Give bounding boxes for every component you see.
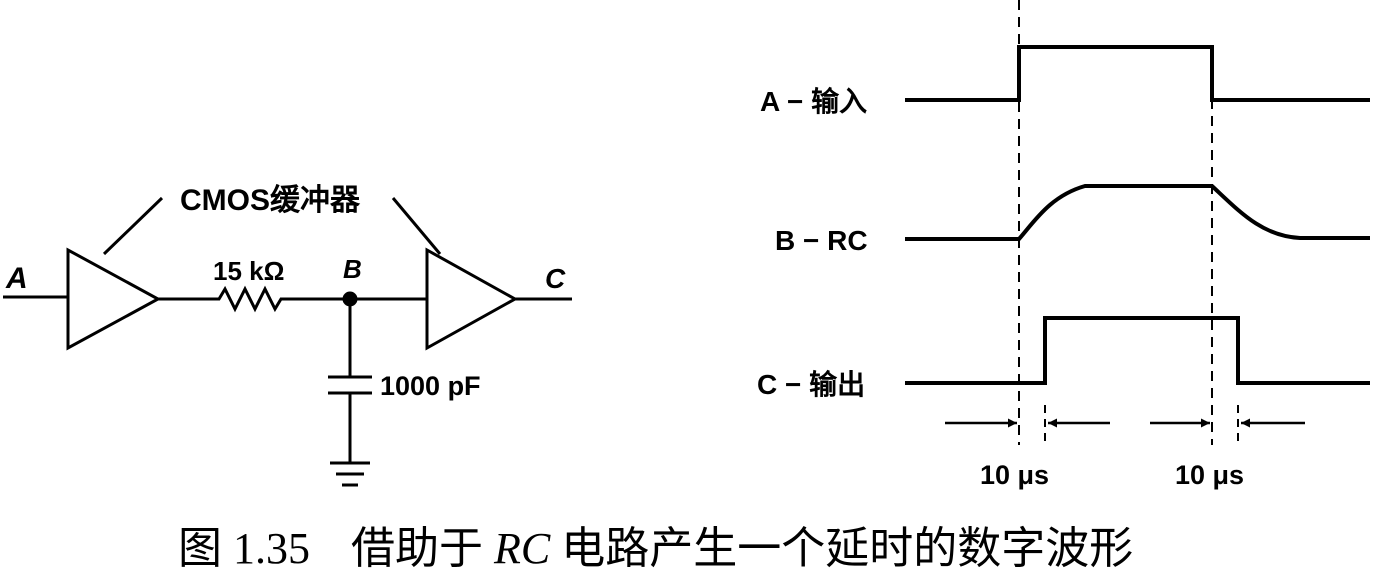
label-pointer-1 — [102, 196, 164, 256]
cmos-buffer-2 — [425, 247, 519, 351]
caption-rc: RC — [493, 524, 551, 573]
caption-suffix: 电路产生一个延时的数字波形 — [561, 524, 1133, 573]
node-a-label: A — [5, 262, 28, 295]
waveform-b — [905, 184, 1370, 241]
cmos-buffer-1 — [66, 247, 162, 351]
resistor-label: 15 kΩ — [213, 256, 284, 286]
node-b-label: B — [343, 254, 362, 284]
caption-number: 图 1.35 — [178, 524, 310, 573]
figure-caption: 图 1.35 借助于 RC 电路产生一个延时的数字波形 — [178, 524, 1133, 573]
circuit-schematic — [3, 196, 572, 487]
timing-diagram — [905, 0, 1370, 445]
waveform-a-label: A − 输入 — [760, 85, 867, 117]
label-pointer-2 — [391, 197, 442, 255]
capacitor-label: 1000 pF — [380, 371, 481, 401]
node-c-label: C — [545, 263, 566, 294]
waveform-a — [905, 45, 1370, 102]
waveform-b-label: B − RC — [775, 225, 868, 256]
delay-label-right: 10 μs — [1175, 460, 1244, 490]
caption-prefix: 借助于 — [351, 524, 483, 573]
waveform-c — [905, 316, 1370, 385]
waveform-c-label: C − 输出 — [757, 368, 865, 400]
buffer-label: CMOS缓冲器 — [180, 184, 361, 217]
resistor-15k — [210, 285, 290, 313]
delay-label-left: 10 μs — [980, 460, 1049, 490]
